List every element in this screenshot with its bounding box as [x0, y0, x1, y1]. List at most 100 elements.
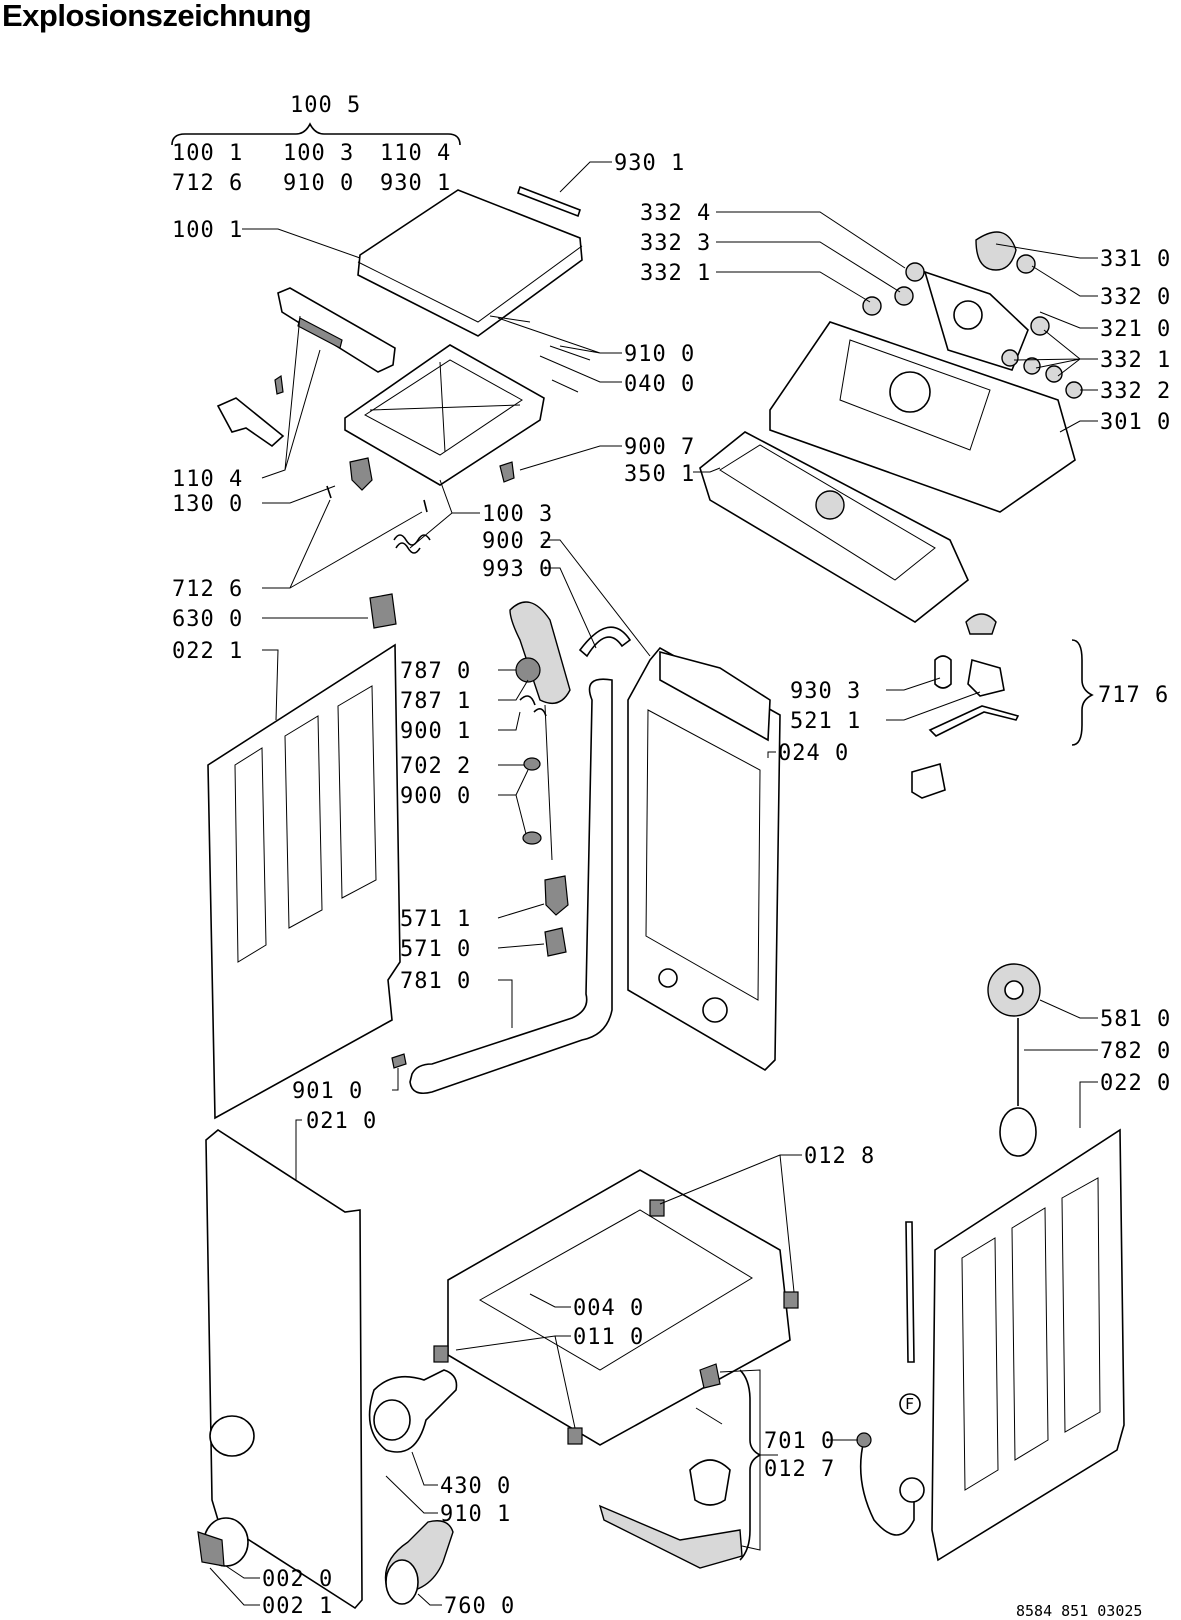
part-drain-pump-housing	[373, 1399, 411, 1441]
part-button	[1023, 357, 1041, 375]
part-top-frame-struts	[369, 361, 521, 453]
part-handle-trim	[277, 287, 396, 373]
callout-label: 350 1	[624, 462, 695, 487]
part-valve	[544, 927, 567, 957]
callout-label: 571 1	[400, 907, 471, 932]
part-right-panel-ribs	[961, 1177, 1101, 1491]
part-lock-hook	[911, 762, 946, 799]
part-drain-hose	[409, 678, 613, 1095]
part-control-panel	[769, 321, 1076, 513]
page-title: Explosionszeichnung	[2, 0, 312, 33]
callout-label: 332 4	[640, 201, 711, 226]
group-item: 100 3	[283, 141, 354, 166]
parts: F	[197, 185, 1125, 1610]
callout-label: 301 0	[1100, 410, 1171, 435]
part-left-panel-ribs	[234, 685, 377, 963]
group-brace-right	[1071, 639, 1094, 746]
callout-label: 900 2	[482, 529, 553, 554]
part-door-lock-cap	[965, 613, 997, 635]
callout-label: 521 1	[790, 709, 861, 734]
part-rear-hole	[658, 968, 678, 988]
callout-label: 012 7	[764, 1457, 835, 1482]
callout-label: 900 7	[624, 435, 695, 460]
part-lock-switch	[967, 658, 1005, 697]
part-left-side-panel	[207, 643, 401, 1120]
footer-code: 8584 851 03025	[1016, 1602, 1142, 1620]
group-item: 100 1	[172, 141, 243, 166]
part-filter	[515, 657, 541, 683]
part-latch	[349, 457, 373, 491]
callout-label: 900 1	[400, 719, 471, 744]
part-pump-lever	[598, 1504, 743, 1569]
group-item: 910 0	[283, 171, 354, 196]
part-small-pin	[695, 1407, 723, 1425]
callout-label: 130 0	[172, 492, 243, 517]
part-program-dial-ring	[889, 371, 931, 413]
part-hose-clip	[391, 1053, 407, 1069]
part-electronics-board	[699, 431, 969, 623]
part-strip	[516, 185, 582, 218]
part-hose-bend	[578, 626, 632, 658]
part-button	[905, 262, 925, 282]
part-pulley-hub	[1004, 980, 1024, 1000]
part-foot	[567, 1427, 583, 1445]
part-button	[1001, 349, 1019, 367]
part-block	[369, 593, 397, 629]
callout-label: 040 0	[624, 372, 695, 397]
part-small-fitting	[699, 1363, 721, 1389]
callout-label: 787 1	[400, 689, 471, 714]
part-top-frame	[344, 344, 545, 486]
callout-label: 004 0	[573, 1296, 644, 1321]
part-pressure-switch	[544, 875, 569, 916]
callout-label: 002 1	[262, 1594, 333, 1619]
part-front-panel-hole	[209, 1415, 255, 1457]
callout-label: 910 1	[440, 1502, 511, 1527]
part-front-panel	[205, 1129, 363, 1610]
callout-label: 787 0	[400, 659, 471, 684]
group-label-right: 717 6	[1098, 683, 1169, 708]
part-clip	[499, 461, 515, 483]
part-button	[894, 286, 914, 306]
part-spring	[393, 534, 431, 554]
group-header: 100 5 100 1 100 3 110 4 712 6 910 0 930 …	[171, 93, 461, 196]
callout-label: 332 0	[1100, 285, 1171, 310]
callout-label: 024 0	[778, 741, 849, 766]
callout-label: 910 0	[624, 342, 695, 367]
part-pump-filter-opening	[385, 1559, 419, 1605]
callout-label: 712 6	[172, 577, 243, 602]
part-handle-slot	[297, 317, 343, 349]
part-button	[862, 296, 882, 316]
callout-label: 993 0	[482, 557, 553, 582]
part-cap	[523, 757, 541, 771]
group-item: 712 6	[172, 171, 243, 196]
part-plate-dial	[953, 300, 983, 330]
callout-label: 012 8	[804, 1144, 875, 1169]
part-pins	[489, 315, 591, 393]
part-rod	[905, 1221, 915, 1363]
marker-letter: F	[905, 1395, 914, 1413]
part-base-frame-inner	[478, 1209, 753, 1371]
callout-labels: 930 1 100 1 910 0 040 0 110 4 130 0 100 …	[172, 151, 1171, 1619]
part-tube	[544, 704, 553, 861]
part-top-frame-inner	[364, 359, 523, 456]
callout-label: 100 3	[482, 502, 553, 527]
group-item: 110 4	[380, 141, 451, 166]
part-button	[1045, 365, 1063, 383]
callout-label: 021 0	[306, 1109, 377, 1134]
callout-label: 022 1	[172, 639, 243, 664]
part-foot	[433, 1345, 449, 1363]
part-lock-rod	[928, 705, 1020, 737]
callout-label: 430 0	[440, 1474, 511, 1499]
callout-label: 100 1	[172, 218, 243, 243]
part-service-clip	[197, 1531, 225, 1567]
callout-label: 702 2	[400, 754, 471, 779]
part-bellows-hose	[509, 601, 571, 704]
part-cap-2	[522, 831, 542, 845]
part-button	[1016, 254, 1036, 274]
callout-label: 571 0	[400, 937, 471, 962]
callout-label: 901 0	[292, 1079, 363, 1104]
callout-label: 331 0	[1100, 247, 1171, 272]
callout-label: 321 0	[1100, 317, 1171, 342]
part-belt-circle	[999, 1107, 1037, 1157]
